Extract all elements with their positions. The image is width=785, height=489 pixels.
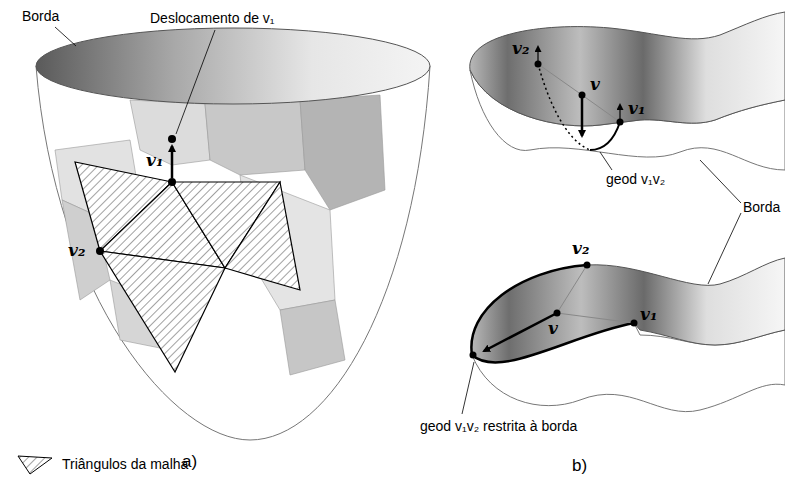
legend-swatch xyxy=(16,452,54,476)
displacement-label: Deslocamento de v₁ xyxy=(150,10,275,27)
legend-item: Triângulos da malha xyxy=(16,452,188,476)
vertex-label: v xyxy=(548,318,558,338)
vertex-label: v xyxy=(590,74,600,94)
vertex-label: v₂ xyxy=(68,240,85,260)
geodesic-label: geod v₁v₂ restrita à borda xyxy=(420,418,577,435)
vertex-label: v₁ xyxy=(146,150,163,170)
vertex-label: v₁ xyxy=(640,304,657,324)
geodesic-label: geod v₁v₂ xyxy=(606,171,665,188)
border-label: Borda xyxy=(22,8,59,25)
vertex-label: v₂ xyxy=(572,238,589,258)
border-label: Borda xyxy=(743,199,780,216)
vertex-label: v₂ xyxy=(512,38,529,58)
part-label: b) xyxy=(572,456,587,476)
vertex-label: v₁ xyxy=(628,98,645,118)
legend-text: Triângulos da malha xyxy=(62,456,188,472)
